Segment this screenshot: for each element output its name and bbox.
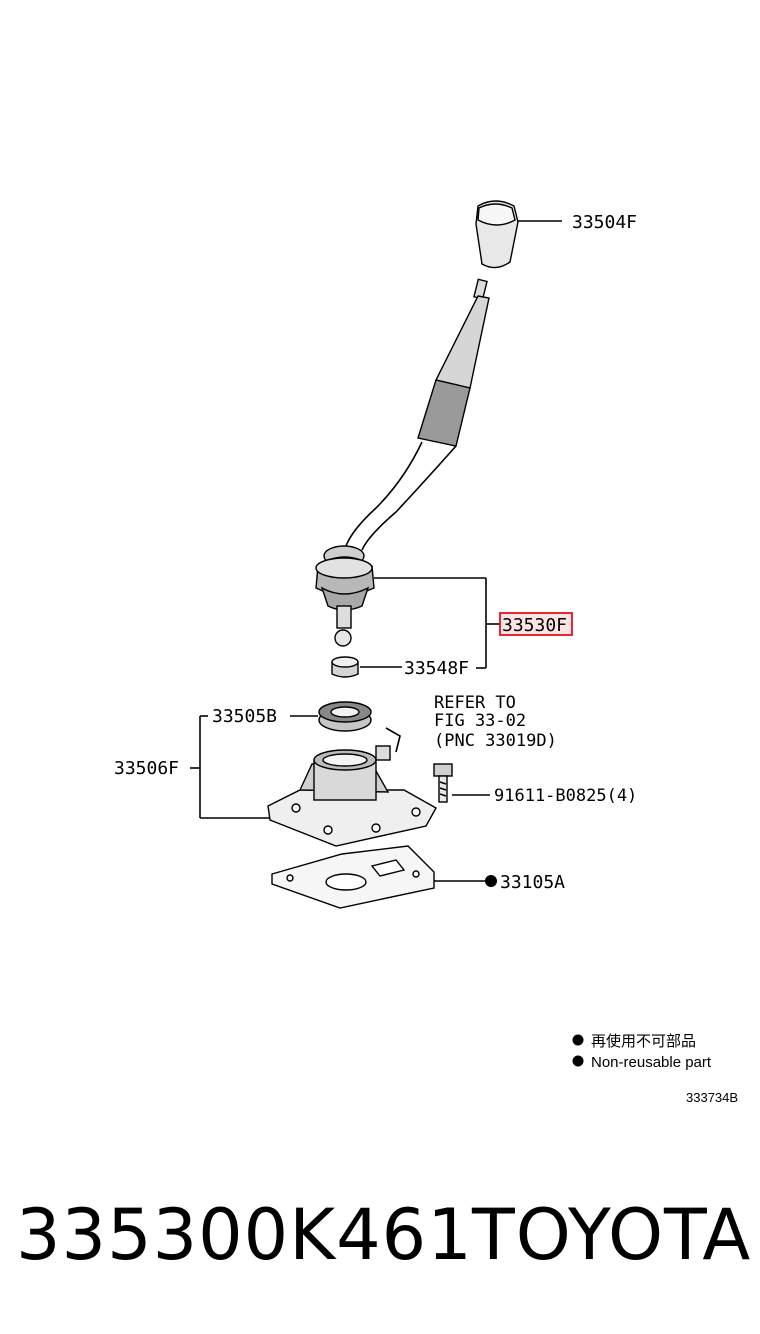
label-refer-line1: REFER TO [434,693,516,713]
label-refer-line2: FIG 33-02 [434,711,526,731]
bullet-icon [572,1055,584,1067]
legend-chinese: 再使用不可部品 [591,1033,696,1050]
shift-knob [475,200,562,269]
label-lever-assembly: 33530F [502,615,567,636]
footer-part-number: 335300K461 [16,1194,473,1276]
shift-lever-housing [190,715,437,847]
seal [290,701,372,732]
label-gasket: 33105A [500,872,565,893]
label-bushing: 33548F [404,658,469,679]
footer: 335300K461 TOYOTA [0,1185,760,1285]
bullet-icon [572,1034,584,1046]
label-seal: 33505B [212,706,277,727]
bolt [433,763,490,803]
legend: 再使用不可部品 Non-reusable part [572,1033,712,1071]
label-knob: 33504F [572,212,637,233]
shift-lever-rod [345,278,490,551]
label-refer-line3: (PNC 33019D) [434,731,557,751]
breather-connector [375,727,401,761]
label-housing: 33506F [114,758,179,779]
footer-brand: TOYOTA [472,1194,752,1276]
bushing [331,656,486,678]
label-bolt: 91611-B0825(4) [494,786,637,806]
gasket [271,845,497,909]
figure-code: 333734B [686,1090,738,1105]
legend-english: Non-reusable part [591,1054,712,1071]
highlight-box [499,612,573,636]
lever-ball-joint [315,545,500,668]
